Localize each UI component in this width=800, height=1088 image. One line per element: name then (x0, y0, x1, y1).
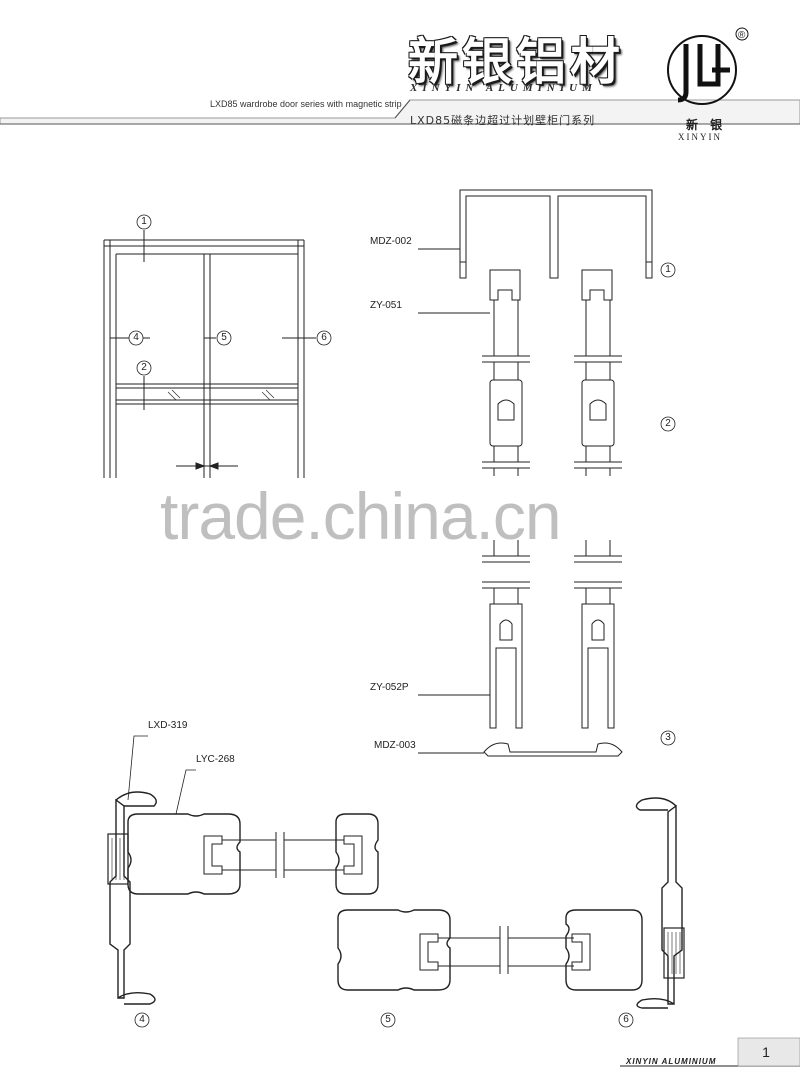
brand-title-en: XINYIN ALUMINIUM (410, 82, 597, 94)
profile-label-lxd-319: LXD-319 (148, 720, 188, 731)
profile-label-mdz-002: MDZ-002 (370, 236, 412, 247)
logo-text-cn: 新 银 (686, 118, 727, 132)
vertical-section-drawing (418, 189, 653, 757)
profile-label-zy-051: ZY-051 (370, 300, 402, 311)
horizontal-marker-6: 6 (623, 1014, 629, 1025)
series-title-en: LXD85 wardrobe door series with magnetic… (210, 99, 402, 109)
door-elevation-drawing (103, 230, 316, 478)
elevation-marker-4: 4 (133, 332, 139, 343)
watermark-text: trade.china.cn (160, 479, 562, 553)
section-marker-2: 2 (665, 418, 671, 429)
page-number: 1 (762, 1044, 770, 1060)
elevation-marker-2: 2 (141, 362, 147, 373)
section-marker-circles (660, 262, 676, 746)
profile-label-mdz-003: MDZ-003 (374, 740, 416, 751)
elevation-marker-5: 5 (221, 332, 227, 343)
profile-label-lyc-268: LYC-268 (196, 754, 235, 765)
elevation-marker-circles (128, 214, 332, 376)
series-title-cn: LXD85磁条边超过计划壁柜门系列 (410, 114, 596, 127)
logo-text-en: XINYIN (678, 132, 722, 142)
horizontal-marker-5: 5 (385, 1014, 391, 1025)
elevation-marker-1: 1 (141, 216, 147, 227)
xinyin-logo-icon (667, 27, 749, 105)
footer-brand: XINYIN ALUMINIUM (626, 1057, 717, 1066)
brand-title-cn: 新银铝材 (408, 33, 624, 91)
section-marker-3: 3 (665, 732, 671, 743)
elevation-marker-6: 6 (321, 332, 327, 343)
section-marker-1: 1 (665, 264, 671, 275)
profile-label-zy-052p: ZY-052P (370, 682, 409, 693)
header-decoration (0, 99, 800, 125)
footer-rule (620, 1037, 800, 1067)
horizontal-marker-4: 4 (139, 1014, 145, 1025)
horizontal-marker-circles (134, 1012, 634, 1028)
horizontal-section-leaders (127, 735, 196, 815)
registered-mark: ® (738, 30, 746, 41)
horizontal-section-drawing (107, 791, 685, 1009)
